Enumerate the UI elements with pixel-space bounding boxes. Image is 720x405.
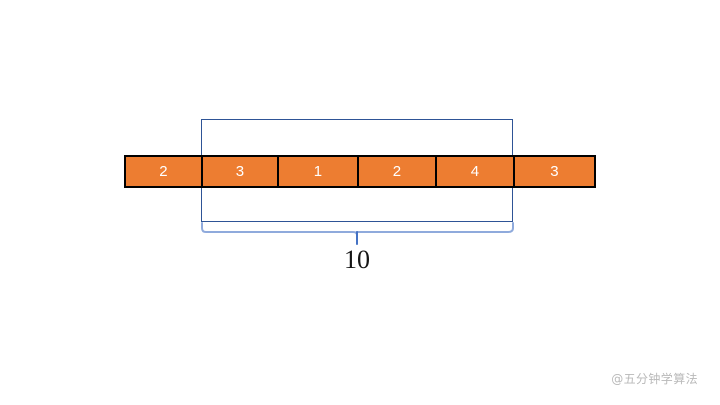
array-cell[interactable]: 3 bbox=[515, 157, 594, 186]
array-cell-value: 3 bbox=[235, 163, 245, 180]
array-bar: 2 3 1 2 4 3 bbox=[124, 155, 596, 188]
array-cell-value: 2 bbox=[392, 163, 402, 180]
sum-label: 10 bbox=[344, 245, 370, 274]
bracket-svg bbox=[201, 222, 514, 245]
range-bracket bbox=[197, 222, 519, 246]
array-cell[interactable]: 3 bbox=[203, 157, 279, 186]
array-cell-value: 2 bbox=[159, 163, 168, 180]
array-cell[interactable]: 1 bbox=[279, 157, 359, 186]
watermark: @五分钟学算法 bbox=[611, 372, 698, 386]
array-cell-value: 4 bbox=[470, 163, 480, 180]
array-cell[interactable]: 2 bbox=[359, 157, 437, 186]
array-cell-value: 1 bbox=[313, 163, 323, 180]
array-cell[interactable]: 4 bbox=[437, 157, 515, 186]
array-cell-value: 3 bbox=[550, 163, 559, 180]
array-cell[interactable]: 2 bbox=[126, 157, 203, 186]
